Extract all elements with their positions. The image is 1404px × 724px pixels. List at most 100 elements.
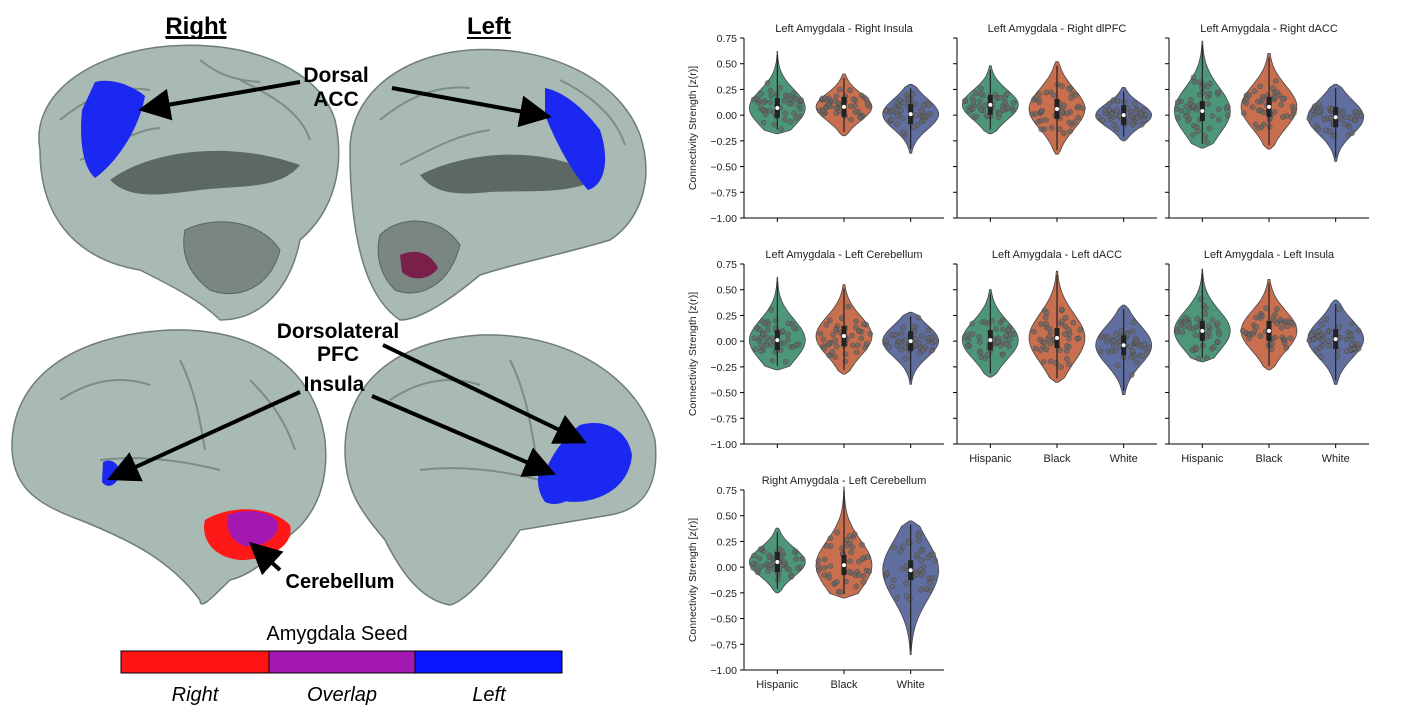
dot-1-2-25 [1141, 107, 1148, 113]
dot-6-1-3 [860, 579, 867, 586]
dot-5-2-44 [1343, 336, 1350, 343]
dot-1-1-17 [1051, 92, 1057, 99]
dot-3-1-21 [820, 336, 827, 343]
dot-3-0-21 [763, 342, 770, 349]
dot-6-2-36 [930, 551, 936, 557]
dot-3-2-32 [900, 324, 907, 331]
y-axis-label-0: Connectivity Strength [z(r)] [687, 66, 699, 190]
dot-6-0-25 [758, 563, 764, 570]
dot-2-1-28 [1246, 92, 1253, 98]
dot-2-0-43 [1187, 97, 1194, 103]
dot-0-0-40 [793, 96, 800, 102]
y-tick-label-3-6: −0.75 [710, 413, 737, 425]
dot-3-2-27 [896, 338, 902, 345]
dot-5-2-42 [1336, 324, 1342, 330]
dot-5-2-43 [1311, 336, 1317, 343]
dot-6-2-29 [915, 533, 922, 540]
dot-6-2-20 [923, 586, 930, 592]
dot-6-2-41 [891, 544, 897, 551]
dot-2-0-42 [1200, 90, 1206, 96]
dot-2-0-11 [1178, 108, 1185, 114]
dot-3-0-2 [785, 337, 791, 343]
dot-6-1-37 [837, 589, 844, 595]
dot-4-1-42 [1076, 335, 1082, 342]
dot-4-0-15 [989, 318, 996, 324]
dot-6-0-40 [767, 562, 774, 569]
dot-5-0-13 [1202, 311, 1208, 318]
y-axis-label-6: Connectivity Strength [z(r)] [687, 518, 699, 642]
dot-0-0-10 [790, 90, 797, 96]
dot-2-2-23 [1330, 132, 1336, 139]
dot-2-0-34 [1225, 112, 1231, 119]
dot-2-1-13 [1271, 109, 1278, 115]
median-5-1 [1267, 328, 1271, 333]
dot-6-0-23 [779, 548, 785, 555]
x-tick-label-6-0: Hispanic [756, 679, 799, 691]
dot-1-2-26 [1114, 107, 1121, 114]
dot-0-2-32 [899, 115, 906, 122]
dot-6-1-40 [815, 567, 822, 574]
dot-4-2-42 [1112, 348, 1119, 354]
legend-label-overlap: Overlap [307, 684, 377, 706]
y-tick-label-0-7: −1.00 [710, 213, 737, 225]
x-tick-label-6-2: White [897, 679, 925, 691]
dot-5-0-38 [1215, 338, 1221, 345]
dot-2-0-7 [1191, 79, 1198, 85]
dot-3-0-36 [769, 357, 776, 364]
median-6-1 [842, 563, 846, 568]
dot-4-0-34 [993, 326, 999, 332]
dot-6-0-33 [799, 556, 806, 562]
dot-5-2-27 [1354, 341, 1361, 348]
dot-5-0-20 [1192, 332, 1199, 339]
dot-3-0-40 [764, 334, 770, 341]
dot-6-1-19 [856, 572, 862, 578]
y-tick-label-6-4: −0.25 [710, 588, 737, 600]
dot-3-1-14 [827, 317, 833, 324]
dot-3-1-20 [826, 352, 833, 359]
dot-2-0-1 [1190, 74, 1197, 81]
dot-4-1-31 [1043, 346, 1050, 353]
dot-6-1-44 [834, 529, 840, 536]
dot-3-1-32 [845, 303, 852, 310]
dot-1-1-0 [1043, 89, 1049, 96]
median-3-1 [842, 334, 846, 338]
y-tick-label-0-4: −0.25 [710, 136, 737, 148]
y-tick-label-0-0: 0.75 [717, 33, 738, 45]
dot-0-2-29 [900, 100, 907, 106]
dot-1-2-32 [1141, 117, 1147, 123]
y-tick-label-3-5: −0.50 [710, 388, 737, 400]
dot-2-2-45 [1343, 114, 1349, 120]
dot-1-1-25 [1075, 103, 1082, 110]
median-2-0 [1200, 109, 1205, 114]
dot-2-2-11 [1352, 117, 1358, 124]
dot-5-0-44 [1214, 320, 1221, 327]
arrow-insula-right [107, 390, 301, 482]
dot-4-2-4 [1115, 362, 1121, 369]
dot-2-0-35 [1225, 103, 1231, 110]
dot-3-1-0 [830, 331, 836, 338]
dot-0-2-27 [917, 107, 924, 114]
dot-6-1-39 [823, 542, 830, 549]
dot-0-0-27 [791, 110, 798, 117]
dot-3-2-34 [929, 347, 935, 354]
dot-1-0-41 [978, 107, 985, 113]
dot-3-1-39 [849, 332, 855, 339]
dot-0-1-40 [822, 95, 828, 102]
dot-6-2-40 [918, 566, 924, 573]
dot-2-0-38 [1215, 106, 1222, 113]
median-3-2 [908, 339, 913, 344]
dot-1-2-37 [1130, 122, 1136, 128]
dot-2-1-43 [1243, 96, 1250, 103]
dot-2-2-40 [1310, 107, 1316, 113]
median-4-1 [1055, 336, 1059, 341]
dot-1-1-34 [1064, 110, 1070, 117]
panel-title-1: Left Amygdala - Right dlPFC [988, 23, 1127, 35]
dot-4-2-33 [1141, 341, 1148, 347]
dot-4-1-29 [1046, 325, 1053, 332]
dot-2-0-19 [1174, 105, 1180, 112]
dot-4-1-40 [1037, 336, 1043, 343]
dot-0-1-39 [857, 114, 864, 120]
dot-4-1-1 [1058, 364, 1064, 370]
dot-5-1-32 [1279, 325, 1285, 331]
